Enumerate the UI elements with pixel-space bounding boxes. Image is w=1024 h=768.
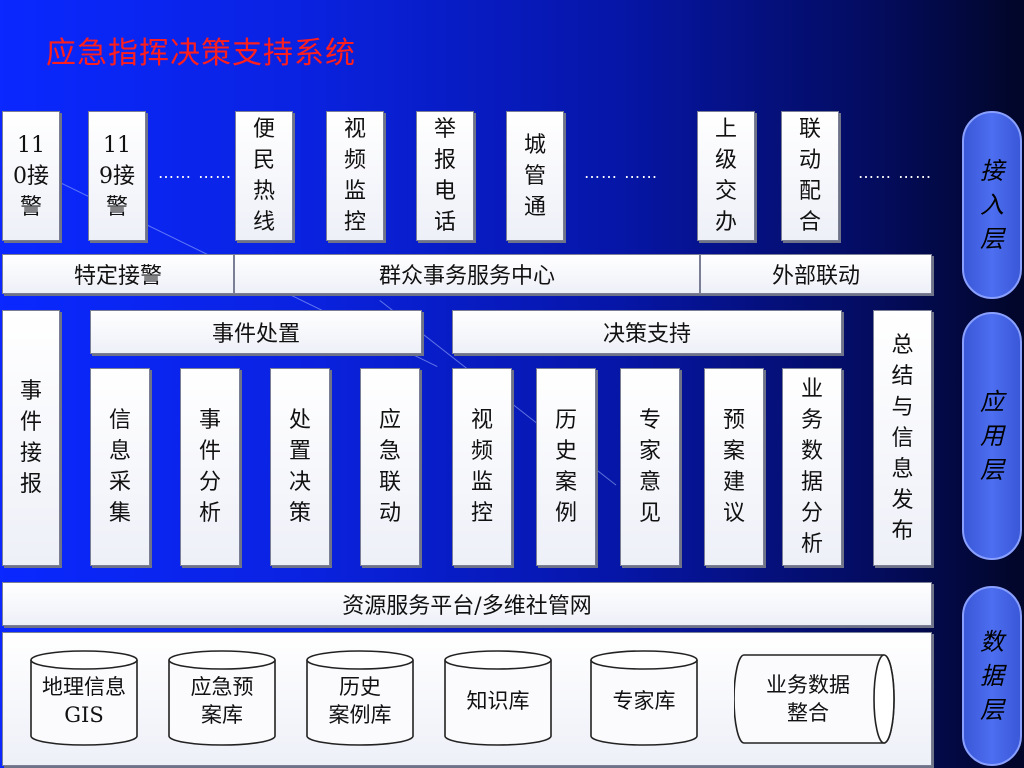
app-item-video-monitoring: 视频监控 bbox=[452, 368, 512, 566]
access-item-119: 119接警 bbox=[88, 111, 146, 241]
database-label-line1: 历史 bbox=[339, 675, 381, 699]
database-label-line1: 应急预 bbox=[190, 675, 254, 699]
layer-label-data: 数据层 bbox=[962, 586, 1022, 766]
app-item-disposal-decision: 处置决策 bbox=[270, 368, 330, 566]
access-group-service-center: 群众事务服务中心 bbox=[234, 254, 700, 294]
database-experts: 专家库 bbox=[590, 650, 698, 746]
resource-platform-bar: 资源服务平台/多维社管网 bbox=[2, 582, 932, 626]
group-decision-support: 决策支持 bbox=[452, 310, 842, 354]
layer-label-access: 接入层 bbox=[962, 111, 1022, 299]
database-gis: 地理信息 GIS bbox=[30, 650, 138, 746]
ellipsis: …… …… bbox=[584, 163, 659, 182]
access-item-chengguan: 城管通 bbox=[506, 111, 564, 241]
database-knowledge: 知识库 bbox=[444, 650, 552, 746]
app-item-plan-suggestion: 预案建议 bbox=[704, 368, 764, 566]
access-item-hotline: 便民热线 bbox=[235, 111, 293, 241]
event-intake-box: 事件接报 bbox=[2, 310, 60, 566]
database-business-data: 业务数据整合 bbox=[734, 654, 896, 744]
database-label-line2: 案库 bbox=[201, 703, 243, 727]
app-item-emergency-linkage: 应急联动 bbox=[360, 368, 420, 566]
ellipsis: …… …… bbox=[158, 163, 233, 182]
database-label-line2: GIS bbox=[64, 703, 104, 727]
access-item-110: 110接警 bbox=[2, 111, 60, 241]
layer-label-application: 应用层 bbox=[962, 312, 1022, 560]
access-item-report-phone: 举报电话 bbox=[416, 111, 474, 241]
database-label-line1: 知识库 bbox=[466, 689, 530, 713]
database-label-line1: 业务数据 bbox=[766, 673, 850, 697]
database-label-line1: 专家库 bbox=[612, 689, 676, 713]
access-group-specific: 特定接警 bbox=[2, 254, 234, 294]
app-item-expert-opinion: 专家意见 bbox=[620, 368, 680, 566]
page-title: 应急指挥决策支持系统 bbox=[46, 36, 356, 71]
group-event-disposal: 事件处置 bbox=[90, 310, 422, 354]
app-item-history-cases: 历史案例 bbox=[536, 368, 596, 566]
access-item-linkage: 联动配合 bbox=[781, 111, 839, 241]
access-group-external: 外部联动 bbox=[700, 254, 932, 294]
database-label-line2: 案例库 bbox=[328, 703, 392, 727]
database-label-line2: 整合 bbox=[787, 701, 829, 725]
access-item-video: 视频监控 bbox=[326, 111, 384, 241]
database-history-cases: 历史案例库 bbox=[306, 650, 414, 746]
database-label-line1: 地理信息 bbox=[42, 675, 126, 699]
database-emergency-plans: 应急预案库 bbox=[168, 650, 276, 746]
app-item-event-analysis: 事件分析 bbox=[180, 368, 240, 566]
app-item-data-analysis: 业务数据分析 bbox=[782, 368, 842, 566]
app-item-info-collection: 信息采集 bbox=[90, 368, 150, 566]
summary-release-box: 总结与信息发布 bbox=[873, 310, 932, 566]
access-item-superior: 上级交办 bbox=[697, 111, 755, 241]
ellipsis: …… …… bbox=[858, 163, 933, 182]
